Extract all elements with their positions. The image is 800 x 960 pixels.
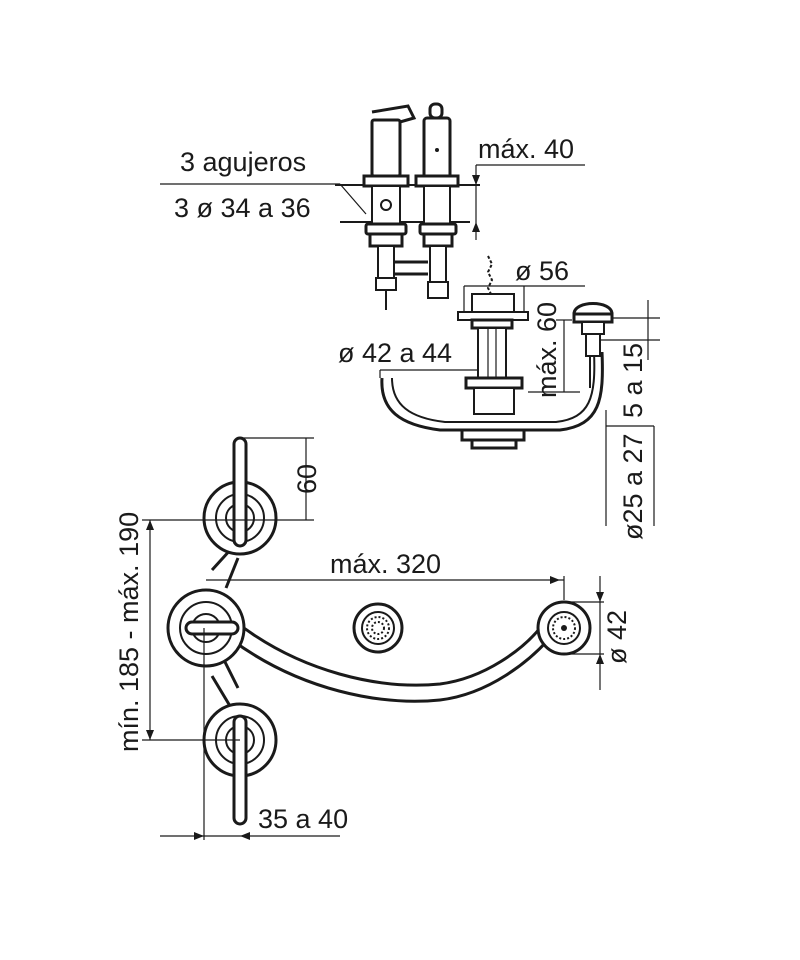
left-valve-body (362, 104, 417, 310)
spray-fitting (572, 302, 614, 388)
basin-outline (380, 351, 604, 432)
label-range-35-40: 35 a 40 (258, 804, 348, 834)
plan-view: 60 mín. 185 - máx. 190 máx. 320 ø 42 35 … (114, 436, 632, 840)
label-max-320: máx. 320 (330, 549, 441, 579)
label-max-40: máx. 40 (478, 134, 574, 164)
label-min-max-185-190: mín. 185 - máx. 190 (114, 512, 144, 752)
label-max-60: máx. 60 (532, 302, 562, 398)
spray-head (536, 600, 592, 656)
center-mixer-rosette (166, 588, 246, 668)
label-diam-56: ø 56 (515, 256, 569, 286)
label-diam-25-27: ø25 a 27 (618, 433, 648, 540)
label-range-5-15: 5 a 15 (618, 343, 648, 418)
label-diam-42-44: ø 42 a 44 (338, 338, 452, 368)
label-holes-count: 3 agujeros (180, 147, 306, 177)
pop-up-drain (457, 255, 529, 450)
right-valve-body (394, 102, 460, 299)
label-holes-diameter: 3 ø 34 a 36 (174, 193, 311, 223)
top-valve-rosette (202, 436, 278, 556)
hose-to-spray (231, 638, 550, 703)
label-diam-42: ø 42 (602, 610, 632, 664)
side-elevation-view: 3 agujeros 3 ø 34 a 36 máx. 40 ø 56 ø 42… (160, 102, 660, 540)
label-dim-60: 60 (292, 464, 322, 494)
drain-grate (352, 602, 404, 654)
